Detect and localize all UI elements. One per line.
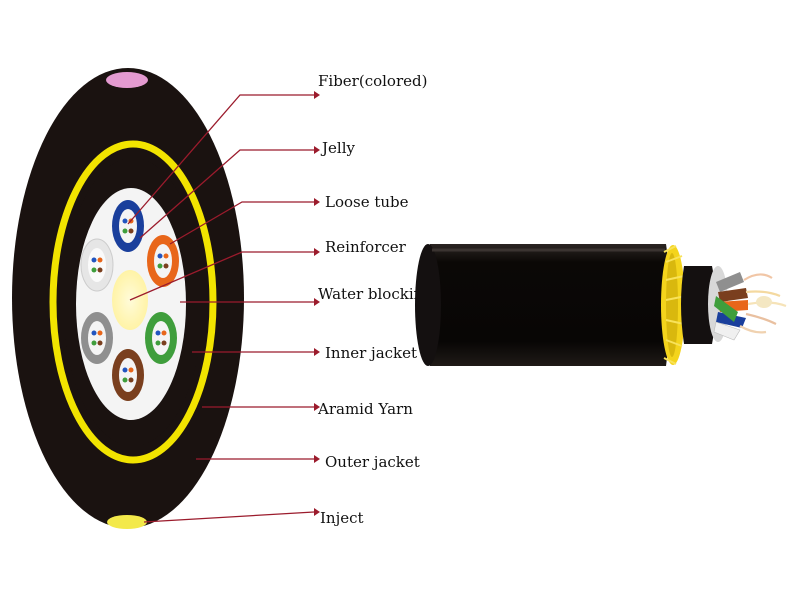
label-fiber: Fiber(colored) [318, 72, 427, 90]
loose-tube-blue [112, 200, 144, 252]
leader-aramid-yarn-arrow [314, 403, 320, 411]
label-aramid-yarn: Aramid Yarn [317, 400, 413, 418]
label-outer-jacket: Outer jacket [325, 453, 420, 471]
loose-tube-brown [112, 349, 144, 401]
label-jelly: Jelly [320, 139, 355, 157]
leader-fiber [127, 94, 314, 225]
loose-tube-orange [147, 235, 179, 287]
callout-labels: Fiber(colored) Jelly Loose tube Reinforc… [317, 72, 433, 527]
cable-loose-tubes [713, 272, 748, 341]
loose-tube-gray [81, 312, 113, 364]
label-reinforcer: Reinforcer [325, 238, 407, 256]
label-loose-tube: Loose tube [325, 193, 409, 211]
label-water-blocking: Water blocking [318, 285, 433, 303]
leader-loose-tube-arrow [314, 198, 320, 206]
leader-reinforcer-arrow [314, 248, 320, 256]
leader-loose-tube [169, 201, 314, 245]
label-inner-jacket: Inner jacket [325, 344, 417, 362]
cable-aramid-yarn [661, 245, 687, 365]
cable-side-view [415, 244, 787, 366]
leader-fiber-arrow [314, 91, 320, 99]
cable-fibers [739, 273, 787, 334]
cable-reinforcer-rod [756, 296, 772, 308]
cable-end-rim [415, 244, 441, 366]
cross-section [12, 68, 244, 529]
loose-tube-white [80, 238, 114, 292]
leader-jelly-arrow [314, 146, 320, 154]
label-inject: Inject [320, 509, 364, 527]
leader-reinforcer [129, 251, 314, 301]
inject-top [106, 72, 148, 88]
leader-inject-arrow [314, 508, 320, 516]
leader-inject [143, 511, 315, 523]
leader-lines [127, 91, 320, 523]
leader-jelly [139, 149, 314, 239]
inject-bottom [107, 515, 147, 529]
loose-tube-green [145, 312, 177, 364]
leader-outer-jacket-arrow [314, 455, 320, 463]
cable-inner-jacket [681, 266, 716, 344]
leader-inner-jacket-arrow [314, 348, 320, 356]
leader-water-blocking-arrow [314, 298, 320, 306]
cable-outer-jacket [422, 244, 671, 366]
